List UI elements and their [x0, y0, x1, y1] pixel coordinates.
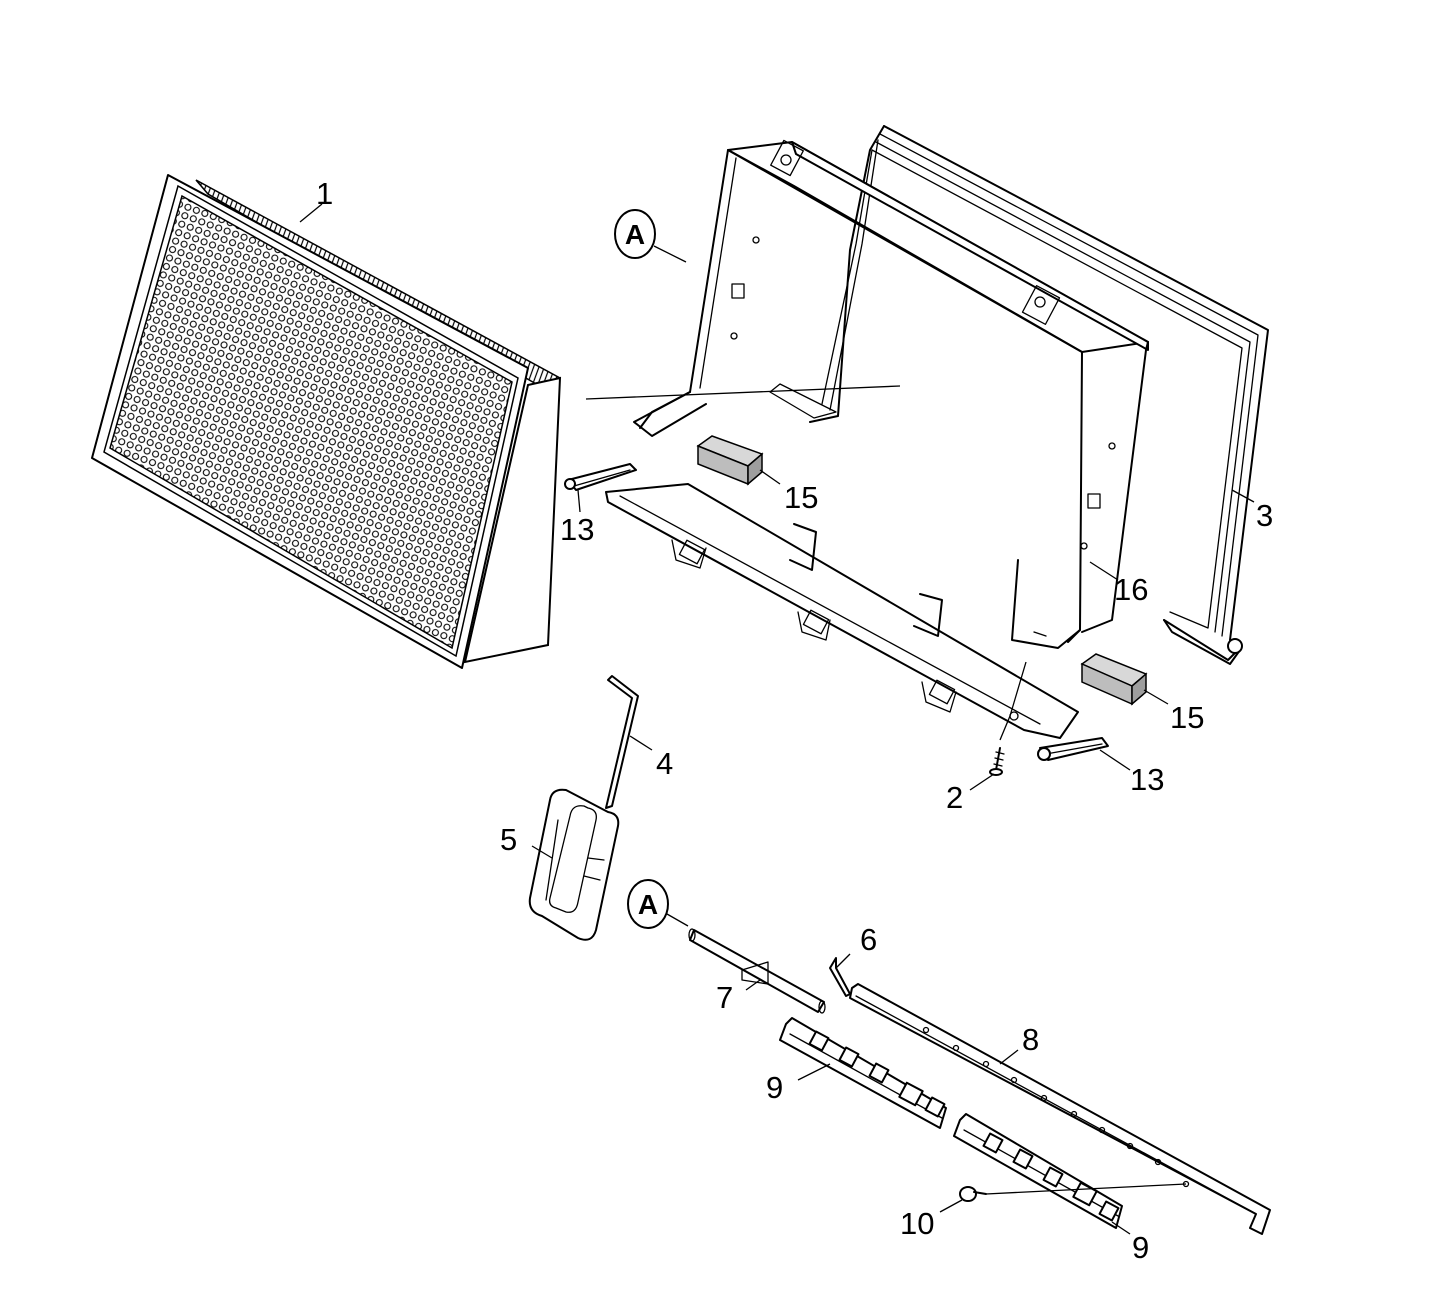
- part-7-shaft: [688, 928, 826, 1014]
- part-2-screw: [989, 747, 1005, 776]
- part-15-block-lower: [1080, 653, 1148, 706]
- callout-13-upper: 13: [560, 512, 594, 547]
- ref-a-top-label: A: [625, 219, 645, 250]
- callout-13-lower: 13: [1130, 762, 1164, 797]
- part-13-clip-upper: [564, 463, 637, 491]
- leader-lines: [299, 203, 1255, 1235]
- part-15-block-upper: [696, 435, 764, 486]
- part-10-screw: [959, 1183, 1187, 1202]
- part-16-mounting-frame: [633, 139, 1149, 649]
- callout-1: 1: [316, 176, 333, 211]
- burner-bracket: [605, 483, 1079, 739]
- ref-a-bottom-label: A: [638, 889, 658, 920]
- callout-6: 6: [860, 922, 877, 957]
- callout-16: 16: [1114, 572, 1148, 607]
- callout-7: 7: [716, 980, 733, 1015]
- callout-5: 5: [500, 822, 517, 857]
- part-6-cotter-pin: [829, 953, 851, 997]
- part-4-bent-rod: [605, 675, 639, 809]
- callout-15-upper: 15: [784, 480, 818, 515]
- part-9-injector-strip-lower: [953, 1113, 1123, 1229]
- callout-9-upper: 9: [766, 1070, 783, 1105]
- alignment-lines: [585, 385, 1027, 741]
- reference-mark-a-bottom: A: [627, 879, 689, 929]
- part-8-rail: [849, 983, 1271, 1235]
- part-13-clip-lower: [1037, 737, 1109, 761]
- callout-8: 8: [1022, 1022, 1039, 1057]
- callout-4: 4: [656, 746, 673, 781]
- callout-9-lower: 9: [1132, 1230, 1149, 1265]
- reference-mark-a-top: A: [614, 209, 687, 263]
- part-5-slotted-plate: [528, 788, 620, 941]
- callout-10: 10: [900, 1206, 934, 1241]
- part-3-gasket-frame: [809, 125, 1269, 665]
- callout-labels: 1 2 3 4 5 6 7 8 9 9 10 13 13 15 15 16: [316, 176, 1273, 1265]
- callout-2: 2: [946, 780, 963, 815]
- part-9-injector-strip-upper: [779, 1017, 947, 1129]
- callout-15-lower: 15: [1170, 700, 1204, 735]
- callout-3: 3: [1256, 498, 1273, 533]
- part-1-mesh-panel: [91, 174, 562, 669]
